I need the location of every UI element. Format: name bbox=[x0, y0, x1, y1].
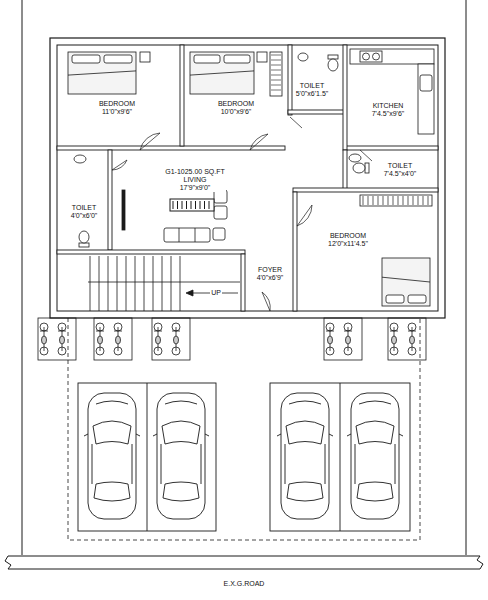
road-name: E.X.G.ROAD bbox=[223, 580, 266, 588]
room-dimension: 4'0"x6'9" bbox=[256, 274, 285, 282]
room-dimension: 11'0"x9'6" bbox=[98, 108, 136, 116]
car-parking bbox=[78, 383, 410, 531]
room-name: BEDROOM bbox=[217, 100, 255, 108]
room-label: FOYER4'0"x6'9" bbox=[256, 266, 285, 282]
plot-line bbox=[22, 0, 23, 555]
room-dimension: 17'9"x9'0" bbox=[164, 184, 226, 192]
room-dimension: 7'4.5"x9'6" bbox=[371, 110, 406, 118]
room-label: KITCHEN7'4.5"x9'6" bbox=[371, 102, 406, 118]
parking-boundary bbox=[68, 318, 420, 540]
tv-unit bbox=[170, 199, 214, 211]
room-label: TOILET4'0"x6'0" bbox=[70, 204, 99, 220]
room-name: KITCHEN bbox=[371, 102, 406, 110]
room-name: TOILET bbox=[295, 82, 330, 90]
room-label: BEDROOM12'0"x11'4.5" bbox=[327, 232, 369, 248]
road-band bbox=[5, 556, 483, 569]
room-name: TOILET bbox=[70, 204, 99, 212]
wardrobe bbox=[360, 195, 432, 206]
staircase bbox=[88, 256, 240, 311]
room-name: G1-1025.00 SQ.FT bbox=[164, 168, 226, 176]
room-dimension: 5'0"x6'1.5" bbox=[295, 90, 330, 98]
room-label: TOILET5'0"x6'1.5" bbox=[295, 82, 330, 98]
room-dimension: 4'0"x6'0" bbox=[70, 212, 99, 220]
room-dimension: 10'0"x9'6" bbox=[217, 108, 255, 116]
room-label: G1-1025.00 SQ.FTLIVING17'9"x9'0" bbox=[164, 168, 226, 192]
walls bbox=[50, 38, 445, 318]
room-dimension: 7'4.5"x4'0" bbox=[383, 170, 418, 178]
room-name: TOILET bbox=[383, 162, 418, 170]
room-dimension: 12'0"x11'4.5" bbox=[327, 240, 369, 248]
room-name: LIVING bbox=[164, 176, 226, 184]
furniture bbox=[68, 49, 434, 306]
room-label: BEDROOM10'0"x9'6" bbox=[217, 100, 255, 116]
room-name: BEDROOM bbox=[327, 232, 369, 240]
bike-parking bbox=[38, 318, 426, 360]
wardrobe bbox=[270, 52, 282, 96]
room-name: FOYER bbox=[256, 266, 285, 274]
stair-direction: UP bbox=[210, 289, 222, 297]
room-label: TOILET7'4.5"x4'0" bbox=[383, 162, 418, 178]
room-label: BEDROOM11'0"x9'6" bbox=[98, 100, 136, 116]
plot-line bbox=[466, 0, 467, 555]
room-name: BEDROOM bbox=[98, 100, 136, 108]
